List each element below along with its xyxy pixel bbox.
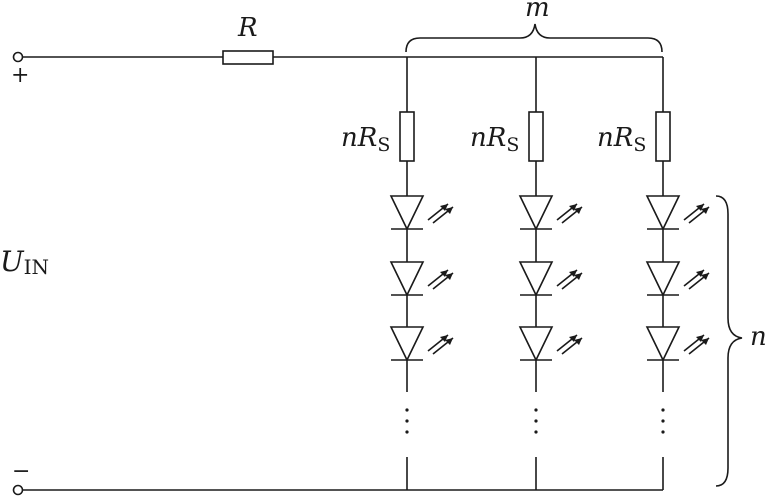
- input-voltage-label: UIN: [0, 245, 49, 279]
- ellipsis-dot: [534, 408, 538, 412]
- led-light-arrowhead: [569, 335, 577, 342]
- ellipsis-dot: [405, 430, 409, 434]
- led-light-arrowhead: [574, 338, 582, 345]
- led-diode: [518, 261, 554, 297]
- led-branches: nRS nRS nRS: [341, 57, 710, 490]
- ellipsis-dot: [534, 419, 538, 423]
- ellipsis-dot: [405, 408, 409, 412]
- led-light-arrowhead: [696, 204, 704, 211]
- series-resistor-label: R: [237, 13, 258, 43]
- led-light-arrowhead: [445, 338, 453, 345]
- led-light-arrowhead: [440, 335, 448, 342]
- led-light-arrowhead: [569, 204, 577, 211]
- branch-resistor-label: nRS: [470, 123, 519, 156]
- led-light-arrowhead: [445, 207, 453, 214]
- ellipsis-dot: [405, 419, 409, 423]
- led-diode: [389, 195, 425, 231]
- minus-terminal: [12, 484, 24, 496]
- led-diode: [389, 326, 425, 362]
- led-light-arrowhead: [569, 270, 577, 277]
- input-voltage-subscript: IN: [24, 255, 49, 279]
- ellipsis-dot: [661, 419, 665, 423]
- branch-resistor: [655, 111, 671, 162]
- led-light-arrowhead: [445, 273, 453, 280]
- led-diode: [645, 261, 681, 297]
- led-diode: [645, 326, 681, 362]
- branch-resistor: [528, 111, 544, 162]
- led-light-arrowhead: [574, 273, 582, 280]
- led-light-arrowhead: [696, 270, 704, 277]
- ellipsis-dot: [534, 430, 538, 434]
- ellipsis-dot: [661, 430, 665, 434]
- branch-resistor-label: nRS: [341, 123, 390, 156]
- input-voltage-symbol: U: [0, 245, 25, 278]
- series-count-label: n: [750, 322, 766, 352]
- led-diode: [645, 195, 681, 231]
- led-light-arrowhead: [440, 270, 448, 277]
- plus-terminal: [12, 51, 24, 63]
- plus-sign: +: [11, 63, 29, 88]
- series-resistor: [222, 50, 274, 65]
- led-diode: [389, 261, 425, 297]
- led-light-arrowhead: [701, 273, 709, 280]
- led-diode: [518, 326, 554, 362]
- led-light-arrowhead: [701, 207, 709, 214]
- led-light-arrowhead: [440, 204, 448, 211]
- led-light-arrowhead: [701, 338, 709, 345]
- series-count-brace: [715, 195, 743, 487]
- led-light-arrowhead: [696, 335, 704, 342]
- branch-resistor-label: nRS: [597, 123, 646, 156]
- branch-resistor: [399, 111, 415, 162]
- ellipsis-dot: [661, 408, 665, 412]
- parallel-count-label: m: [525, 0, 550, 23]
- led-light-arrowhead: [574, 207, 582, 214]
- minus-sign: −: [12, 459, 30, 484]
- led-diode: [518, 195, 554, 231]
- parallel-count-brace: [405, 23, 663, 53]
